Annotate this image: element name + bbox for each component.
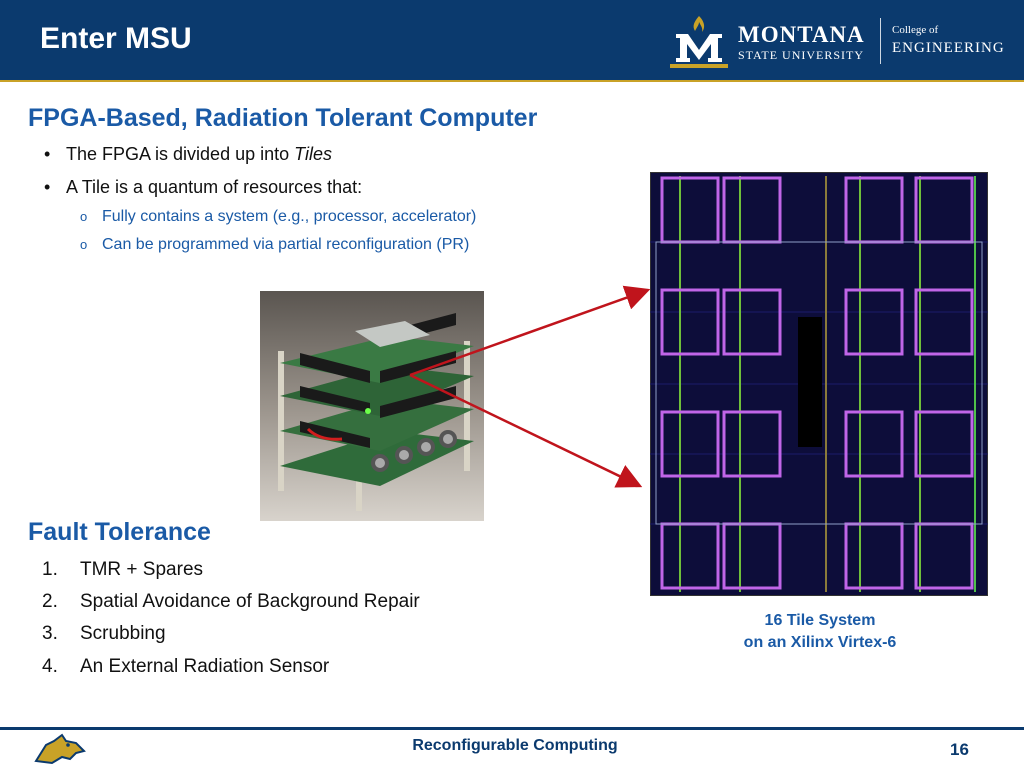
sub-bullet-text: Can be programmed via partial reconfigur…	[102, 236, 470, 253]
sub-bullet-item: o Fully contains a system (e.g., processo…	[80, 208, 476, 226]
item-text: Scrubbing	[80, 623, 166, 644]
satellite-board-stack-photo	[260, 291, 484, 521]
bobcat-logo-icon	[34, 733, 86, 765]
college-of-label: College of	[892, 24, 939, 36]
item-text: An External Radiation Sensor	[80, 656, 330, 677]
section-heading-fault-tolerance: Fault Tolerance	[28, 518, 211, 546]
sub-bullet-text: Fully contains a system (e.g., processor…	[102, 208, 477, 225]
slide-title: Enter MSU	[40, 22, 192, 55]
bullet-emphasis: Tiles	[294, 144, 332, 164]
item-number: 1.	[42, 559, 58, 580]
numbered-item: 1. TMR + Spares	[42, 559, 203, 581]
bullet-text: A Tile is a quantum of resources that:	[66, 177, 363, 197]
item-number: 4.	[42, 656, 58, 677]
page-number: 16	[950, 740, 969, 759]
montana-state-m-logo-icon	[670, 16, 728, 68]
circle-bullet-icon: o	[80, 237, 88, 252]
sub-bullet-item: o Can be programmed via partial reconfigu…	[80, 236, 469, 254]
item-text: TMR + Spares	[80, 559, 204, 580]
circle-bullet-icon: o	[80, 209, 88, 224]
bullet-text: The FPGA is divided up into	[66, 144, 295, 164]
figure-caption: 16 Tile System on an Xilinx Virtex-6	[700, 610, 940, 654]
section-heading-fpga: FPGA-Based, Radiation Tolerant Computer	[28, 104, 538, 132]
slide-header: Enter MSU MONTANA STATE UNIVERSITY Colle…	[0, 0, 1024, 82]
item-number: 2.	[42, 591, 58, 612]
university-subname: STATE UNIVERSITY	[738, 48, 865, 62]
college-name: ENGINEERING	[892, 40, 1005, 56]
bullet-item: • The FPGA is divided up into Tiles	[44, 144, 332, 165]
bullet-dot-icon: •	[44, 144, 51, 164]
footer-divider	[0, 727, 1024, 730]
numbered-item: 3. Scrubbing	[42, 623, 166, 645]
caption-line: on an Xilinx Virtex-6	[743, 634, 897, 651]
item-number: 3.	[42, 623, 58, 644]
caption-line: 16 Tile System	[764, 612, 876, 629]
logo-divider	[880, 18, 881, 64]
fpga-floorplan-image	[650, 172, 988, 596]
numbered-item: 2. Spatial Avoidance of Background Repair	[42, 591, 420, 613]
item-text: Spatial Avoidance of Background Repair	[80, 591, 420, 612]
bullet-dot-icon: •	[44, 177, 51, 197]
numbered-item: 4. An External Radiation Sensor	[42, 656, 329, 678]
bullet-item: • A Tile is a quantum of resources that:	[44, 177, 362, 198]
footer-title: Reconfigurable Computing	[412, 737, 618, 754]
university-name: MONTANA	[738, 22, 865, 47]
